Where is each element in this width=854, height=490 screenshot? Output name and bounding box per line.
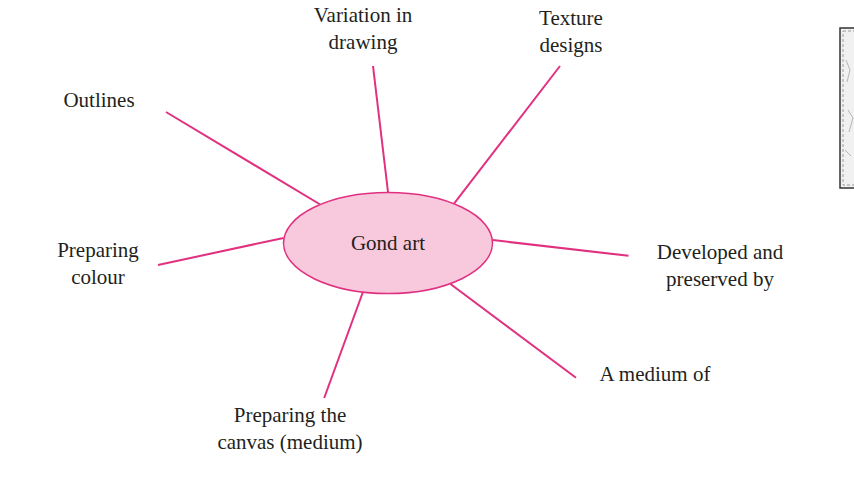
spoke-line [166,112,320,204]
branch-label-box: Texture designs [524,5,619,59]
ellipse-shape [284,193,493,294]
branch-label: Preparing colour [43,237,153,291]
photo-frame [840,28,854,188]
branch-label: Texture designs [524,5,619,59]
spoke-line [450,284,576,378]
branch-label-box: Variation in drawing [303,2,423,56]
spoke-line [373,66,388,192]
spoke-line [158,238,284,265]
branch-label: Outlines [44,87,154,114]
node-title: Gond art [351,230,425,257]
spoke-line [454,66,560,203]
branch-label: Variation in drawing [303,2,423,56]
photo-sketch [845,60,853,156]
spoke-line [324,293,363,398]
branch-label-box: Preparing colour [43,237,153,291]
branch-label: Preparing the canvas (medium) [205,402,375,456]
branch-label: A medium of [580,361,730,388]
branch-label-box: Developed and preserved by [633,239,808,293]
branch-label-box: Preparing the canvas (medium) [205,402,375,456]
central-ellipse: Gond art [282,191,494,295]
branch-label-box: A medium of [580,361,730,388]
photo-border [843,31,854,185]
spoke-line [493,240,629,256]
branch-label-box: Outlines [44,87,154,114]
branch-label: Developed and preserved by [633,239,808,293]
